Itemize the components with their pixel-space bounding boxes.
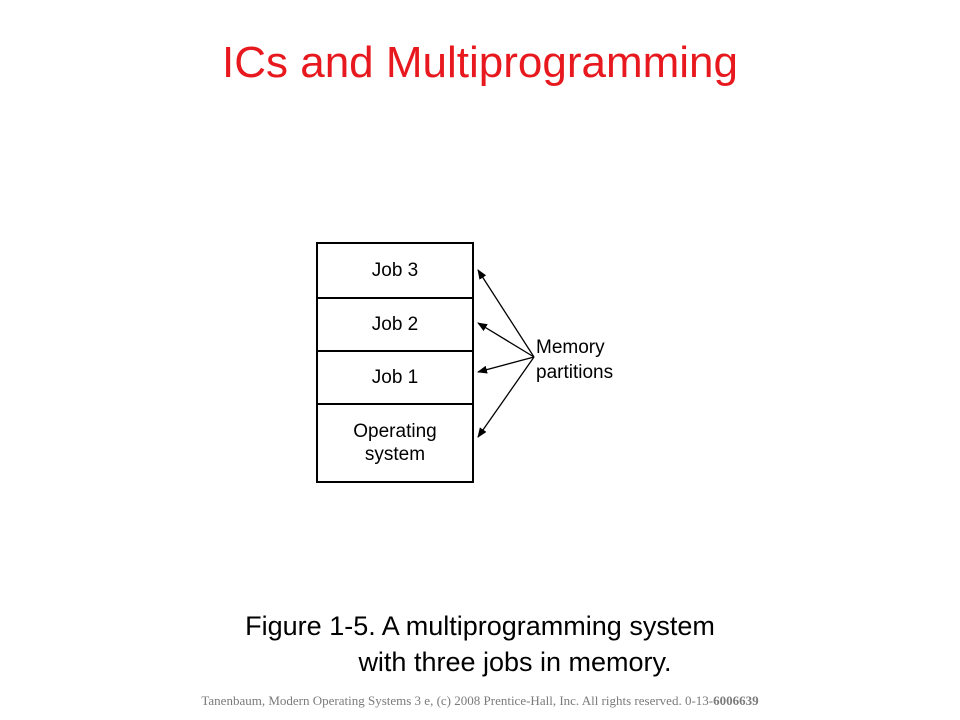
- memory-row-job-1: Job 1: [318, 350, 472, 403]
- caption-line-2: with three jobs in memory.: [358, 647, 672, 677]
- arrow-to-job-3: [477, 269, 535, 358]
- figure-caption: Figure 1-5. A multiprogramming system wi…: [0, 608, 960, 680]
- operating-system-label: Operating system: [353, 421, 437, 465]
- memory-row-job-3: Job 3: [371, 260, 419, 281]
- memory-row-job-2: Job 2: [318, 297, 472, 350]
- memory-stack: Job 3 Job 2 Job 1 Operating system: [316, 242, 474, 483]
- memory-partitions-label: Memory partitions: [536, 337, 614, 383]
- footer-isbn-tail: 6006639: [713, 693, 759, 708]
- memory-partition-diagram: Job 3 Job 2 Job 1 Operating system Memor…: [300, 230, 660, 495]
- copyright-footer: Tanenbaum, Modern Operating Systems 3 e,…: [0, 693, 960, 709]
- arrow-to-operating-system: [477, 356, 535, 438]
- arrow-to-job-2: [477, 322, 535, 358]
- partition-arrows: [477, 269, 535, 438]
- caption-line-1: Figure 1-5. A multiprogramming system: [245, 611, 715, 641]
- arrow-to-job-1: [477, 356, 535, 374]
- memory-row-operating-system: Operating system: [318, 403, 472, 481]
- slide-title: ICs and Multiprogramming: [222, 38, 738, 87]
- footer-text: Tanenbaum, Modern Operating Systems 3 e,…: [201, 693, 714, 708]
